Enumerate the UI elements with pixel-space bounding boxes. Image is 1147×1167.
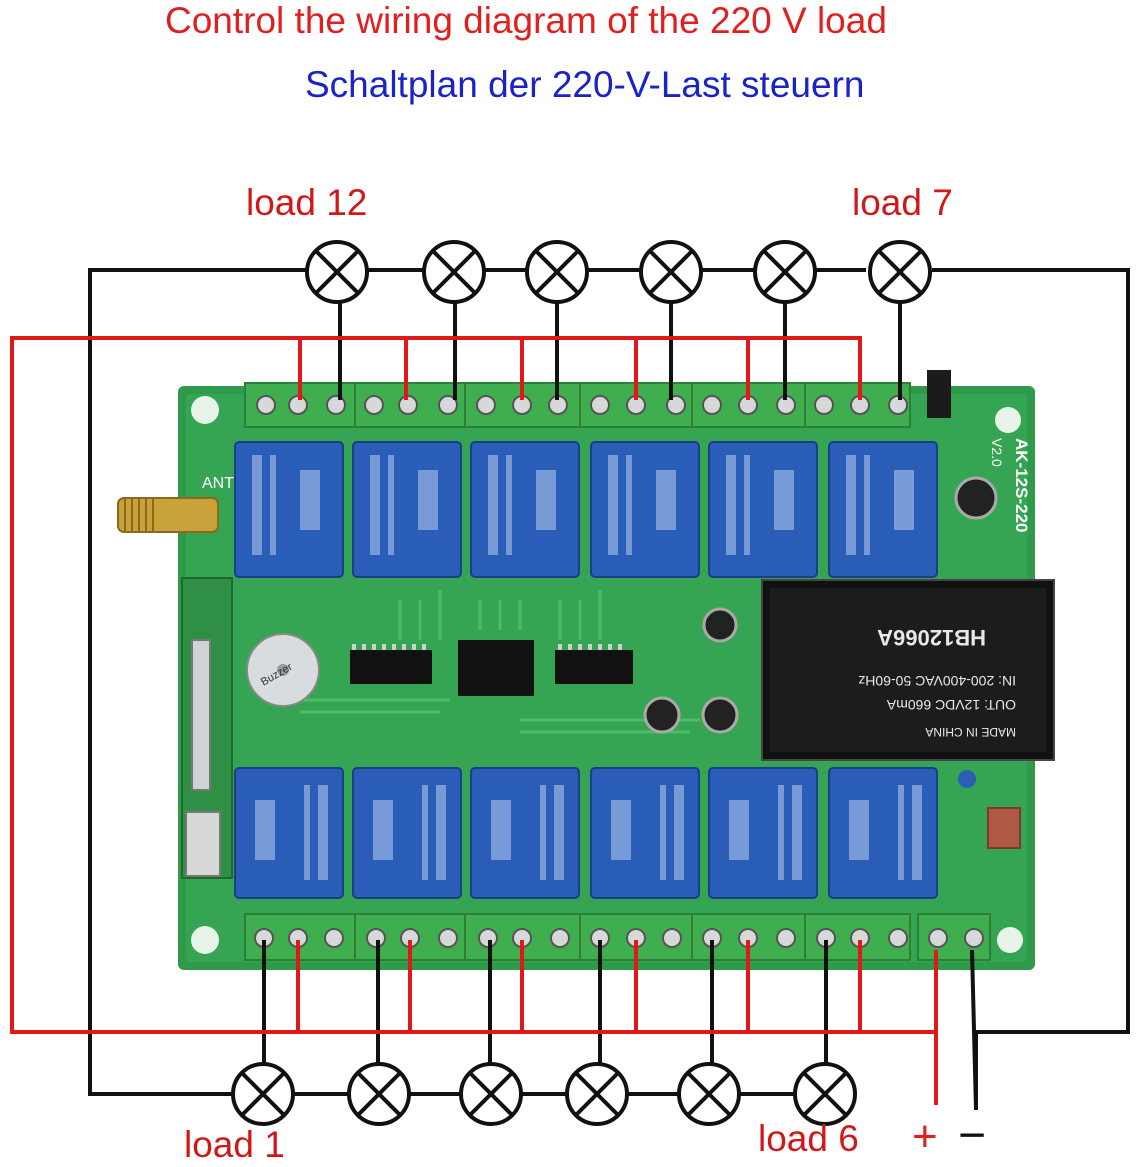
relay [828,441,938,578]
lamp-icon [459,1062,523,1126]
module-output: OUT: 12VDC 660mA [886,697,1016,713]
lamp-icon [347,1062,411,1126]
lamp-icon [753,240,817,304]
buzzer: Buzzer [246,633,320,707]
lamp-icon [231,1062,295,1126]
capacitor [643,696,681,734]
capacitor [702,607,738,643]
relay [708,441,818,578]
fuse [987,807,1021,849]
relay [590,441,700,578]
bottom-relay-row [234,767,938,899]
load-label-7: load 7 [852,182,953,223]
lamp-icon [793,1062,857,1126]
diagram-title-english: Control the wiring diagram of the 220 V … [165,0,887,41]
mount-hole [191,396,219,424]
top-lamps [305,240,932,304]
relay [352,441,462,578]
integrated-circuits [350,640,633,696]
lamp-icon [305,240,369,304]
bottom-screw-terminals [254,928,984,948]
module-brand: HB12066A [877,625,986,650]
top-terminal-strip [244,382,911,428]
top-screw-terminals [256,395,908,415]
board-version: V2.0 [989,438,1005,467]
lamp-icon [422,240,486,304]
lamp-icon [868,240,932,304]
antenna-label: ANT [202,475,234,492]
capacitor [958,770,976,788]
load-label-6: load 6 [758,1118,859,1159]
top-relay-row [234,441,938,578]
positive-terminal-sign: + [912,1112,938,1161]
mount-hole [997,927,1023,953]
rf-module [181,577,233,879]
mount-hole [995,407,1021,433]
bottom-lamps [231,1062,857,1126]
antenna-connector: ANT [117,475,234,533]
board-model: AK-12S-220 [1012,438,1031,533]
negative-terminal-sign: − [958,1109,987,1162]
load-label-1: load 1 [184,1124,285,1165]
capacitors [643,370,1021,849]
switch [927,370,951,418]
ic-chip [555,650,633,684]
capacitor [954,476,998,520]
diagram-title-german: Schaltplan der 220-V-Last steuern [305,64,865,105]
bottom-terminal-strip [244,913,991,961]
lamp-icon [639,240,703,304]
lamp-icon [565,1062,629,1126]
module-origin: MADE IN CHINA [925,725,1016,739]
relay [470,441,580,578]
capacitor [701,696,739,734]
module-input: IN: 200-400VAC 50-60Hz [858,673,1016,689]
lamp-icon [677,1062,741,1126]
ic-chip [350,650,432,684]
power-module: MADE IN CHINA OUT: 12VDC 660mA IN: 200-4… [761,579,1055,761]
positive-wiring [10,336,938,1105]
mount-hole [191,926,219,954]
relay [234,441,344,578]
lamp-icon [525,240,589,304]
load-label-12: load 12 [246,182,368,223]
microcontroller [458,640,534,696]
negative-wiring [88,268,1130,1111]
